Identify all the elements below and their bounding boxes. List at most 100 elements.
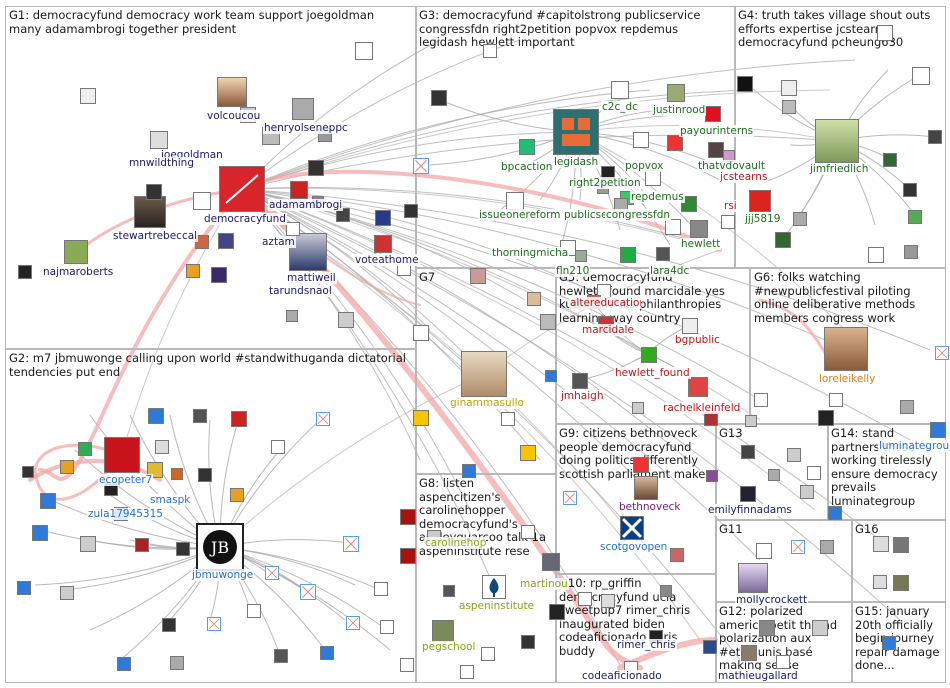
user-avatar-icon[interactable] [882, 636, 896, 650]
user-avatar-icon[interactable] [60, 460, 74, 474]
user-avatar-icon[interactable] [667, 135, 683, 151]
stewartrebeccal-avatar[interactable] [134, 196, 166, 228]
user-avatar-icon[interactable] [320, 646, 334, 660]
user-avatar-icon[interactable] [176, 542, 190, 556]
user-avatar-icon[interactable] [781, 80, 797, 96]
jbmuwonge-avatar[interactable]: JB [196, 523, 244, 571]
user-avatar-icon[interactable] [483, 44, 497, 58]
user-avatar-icon[interactable] [793, 212, 807, 226]
user-avatar-icon[interactable] [470, 268, 486, 284]
broken-image-icon[interactable] [935, 346, 949, 360]
user-avatar-icon[interactable] [413, 410, 429, 426]
user-avatar-icon[interactable] [665, 219, 681, 235]
user-avatar-icon[interactable] [641, 347, 657, 363]
bethnoveck-avatar[interactable] [634, 476, 658, 500]
user-avatar-icon[interactable] [432, 620, 454, 642]
user-avatar-icon[interactable] [688, 377, 708, 397]
user-avatar-icon[interactable] [549, 604, 565, 620]
user-avatar-icon[interactable] [705, 106, 721, 122]
user-avatar-icon[interactable] [146, 184, 162, 200]
user-avatar-icon[interactable] [741, 645, 757, 661]
user-avatar-icon[interactable] [749, 190, 771, 212]
user-avatar-icon[interactable] [737, 76, 753, 92]
user-avatar-icon[interactable] [32, 525, 48, 541]
user-avatar-icon[interactable] [690, 220, 708, 238]
user-avatar-icon[interactable] [873, 575, 887, 589]
user-avatar-icon[interactable] [776, 655, 790, 669]
user-avatar-icon[interactable] [198, 468, 212, 482]
user-avatar-icon[interactable] [170, 656, 184, 670]
ginammasullo-avatar[interactable] [461, 351, 507, 397]
user-avatar-icon[interactable] [218, 233, 234, 249]
scotgovopen-logo-icon[interactable] [620, 516, 644, 540]
user-avatar-icon[interactable] [868, 247, 884, 263]
user-avatar-icon[interactable] [775, 232, 791, 248]
user-avatar-icon[interactable] [375, 210, 391, 226]
user-avatar-icon[interactable] [542, 553, 560, 571]
user-avatar-icon[interactable] [704, 412, 718, 426]
user-avatar-icon[interactable] [80, 536, 96, 552]
user-avatar-icon[interactable] [829, 393, 843, 407]
user-avatar-icon[interactable] [900, 400, 914, 414]
user-avatar-icon[interactable] [78, 442, 92, 456]
user-avatar-icon[interactable] [338, 312, 354, 328]
user-avatar-icon[interactable] [645, 170, 661, 186]
user-avatar-icon[interactable] [903, 183, 917, 197]
user-avatar-icon[interactable] [17, 581, 31, 595]
broken-image-icon[interactable] [300, 584, 316, 600]
broken-image-icon[interactable] [316, 412, 330, 426]
user-avatar-icon[interactable] [893, 537, 909, 553]
user-avatar-icon[interactable] [292, 98, 314, 120]
user-avatar-icon[interactable] [787, 448, 801, 462]
user-avatar-icon[interactable] [520, 445, 536, 461]
user-avatar-icon[interactable] [308, 160, 324, 176]
user-avatar-icon[interactable] [768, 469, 780, 481]
user-avatar-icon[interactable] [462, 464, 476, 478]
user-avatar-icon[interactable] [506, 192, 524, 210]
user-avatar-icon[interactable] [80, 88, 96, 104]
volcoucou-avatar[interactable] [217, 77, 247, 107]
aspeninstitute-logo-icon[interactable] [482, 575, 506, 599]
user-avatar-icon[interactable] [656, 247, 670, 261]
mollycrockett-avatar[interactable] [738, 563, 768, 593]
user-avatar-icon[interactable] [632, 402, 644, 414]
user-avatar-icon[interactable] [521, 635, 535, 649]
user-avatar-icon[interactable] [374, 235, 392, 253]
user-avatar-icon[interactable] [756, 543, 772, 559]
user-avatar-icon[interactable] [745, 415, 757, 427]
user-avatar-icon[interactable] [893, 575, 909, 591]
user-avatar-icon[interactable] [706, 470, 718, 482]
loreleikelly-avatar[interactable] [824, 327, 868, 371]
user-avatar-icon[interactable] [400, 509, 416, 525]
user-avatar-icon[interactable] [545, 370, 557, 382]
user-avatar-icon[interactable] [286, 222, 300, 236]
user-avatar-icon[interactable] [271, 440, 285, 454]
user-avatar-icon[interactable] [230, 488, 244, 502]
user-avatar-icon[interactable] [380, 620, 394, 634]
user-avatar-icon[interactable] [501, 412, 515, 426]
user-avatar-icon[interactable] [413, 325, 429, 341]
user-avatar-icon[interactable] [18, 265, 32, 279]
user-avatar-icon[interactable] [611, 81, 629, 99]
user-avatar-icon[interactable] [374, 582, 388, 596]
user-avatar-icon[interactable] [460, 665, 474, 679]
user-avatar-icon[interactable] [740, 486, 756, 502]
user-avatar-icon[interactable] [231, 411, 247, 427]
user-avatar-icon[interactable] [290, 181, 308, 199]
broken-image-icon[interactable] [343, 536, 359, 552]
user-avatar-icon[interactable] [247, 604, 261, 618]
user-avatar-icon[interactable] [633, 132, 649, 148]
jimfriedlich-avatar[interactable] [815, 119, 859, 163]
user-avatar-icon[interactable] [660, 585, 672, 597]
user-avatar-icon[interactable] [186, 264, 200, 278]
user-avatar-icon[interactable] [355, 42, 373, 60]
user-avatar-icon[interactable] [155, 440, 169, 454]
user-avatar-icon[interactable] [443, 585, 455, 597]
user-avatar-icon[interactable] [211, 267, 227, 283]
user-avatar-icon[interactable] [540, 314, 556, 330]
user-avatar-icon[interactable] [807, 466, 821, 480]
user-avatar-icon[interactable] [193, 192, 211, 210]
user-avatar-icon[interactable] [404, 204, 418, 218]
user-avatar-icon[interactable] [782, 100, 796, 114]
user-avatar-icon[interactable] [754, 393, 768, 407]
